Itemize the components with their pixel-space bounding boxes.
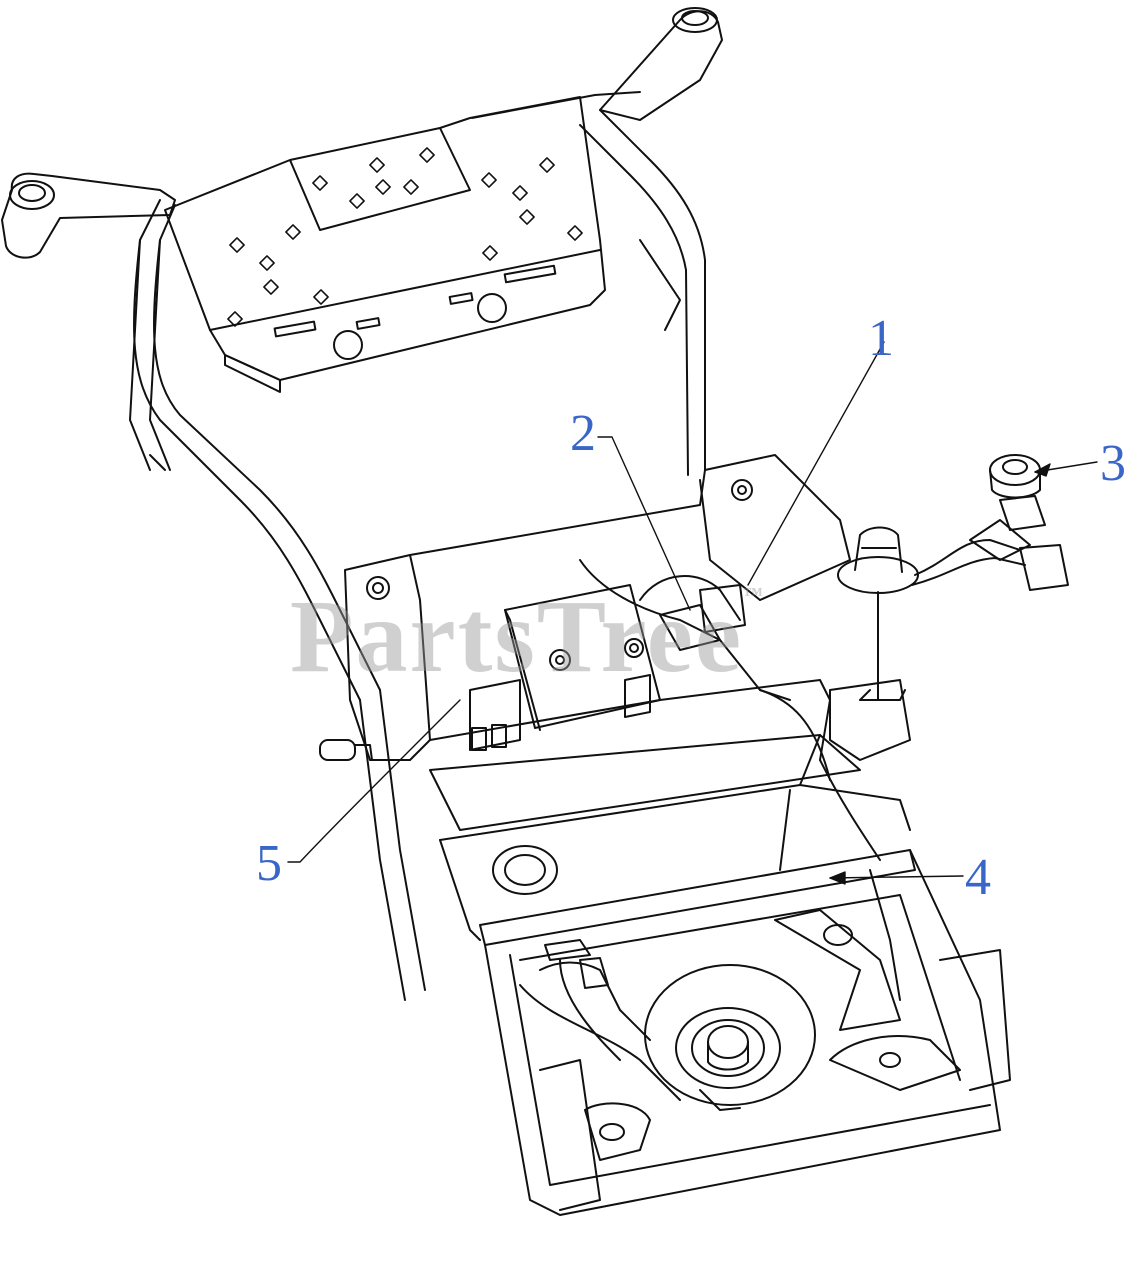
leader-lines xyxy=(287,341,1098,885)
side-frame-rails xyxy=(133,109,706,701)
lower-harness xyxy=(544,939,621,1061)
callout-2: 2 xyxy=(570,405,596,462)
callout-4: 4 xyxy=(965,849,991,906)
seat-plate-bolt-pattern xyxy=(227,147,583,327)
battery-tray xyxy=(344,454,851,761)
rear-deck-plate xyxy=(484,849,1011,1216)
handle-bar xyxy=(1,7,723,471)
leader-line-1 xyxy=(747,341,885,586)
leader-line-4 xyxy=(829,875,964,879)
ignition-switch-assembly xyxy=(759,454,1069,781)
arrowhead-3 xyxy=(1034,463,1051,477)
pto-clutch xyxy=(644,964,816,1111)
callout-1: 1 xyxy=(868,310,894,367)
watermark-text: PartsTree xyxy=(290,579,744,694)
callout-5: 5 xyxy=(256,835,282,892)
callout-3: 3 xyxy=(1100,435,1126,492)
seat-plate xyxy=(164,96,606,393)
arrowhead-4 xyxy=(829,871,846,885)
crossmember xyxy=(319,689,916,1001)
watermark-trademark: ™ xyxy=(743,584,766,606)
leader-line-5 xyxy=(287,699,461,863)
leader-line-2 xyxy=(597,436,691,611)
watermark: PartsTree™ xyxy=(290,585,765,689)
